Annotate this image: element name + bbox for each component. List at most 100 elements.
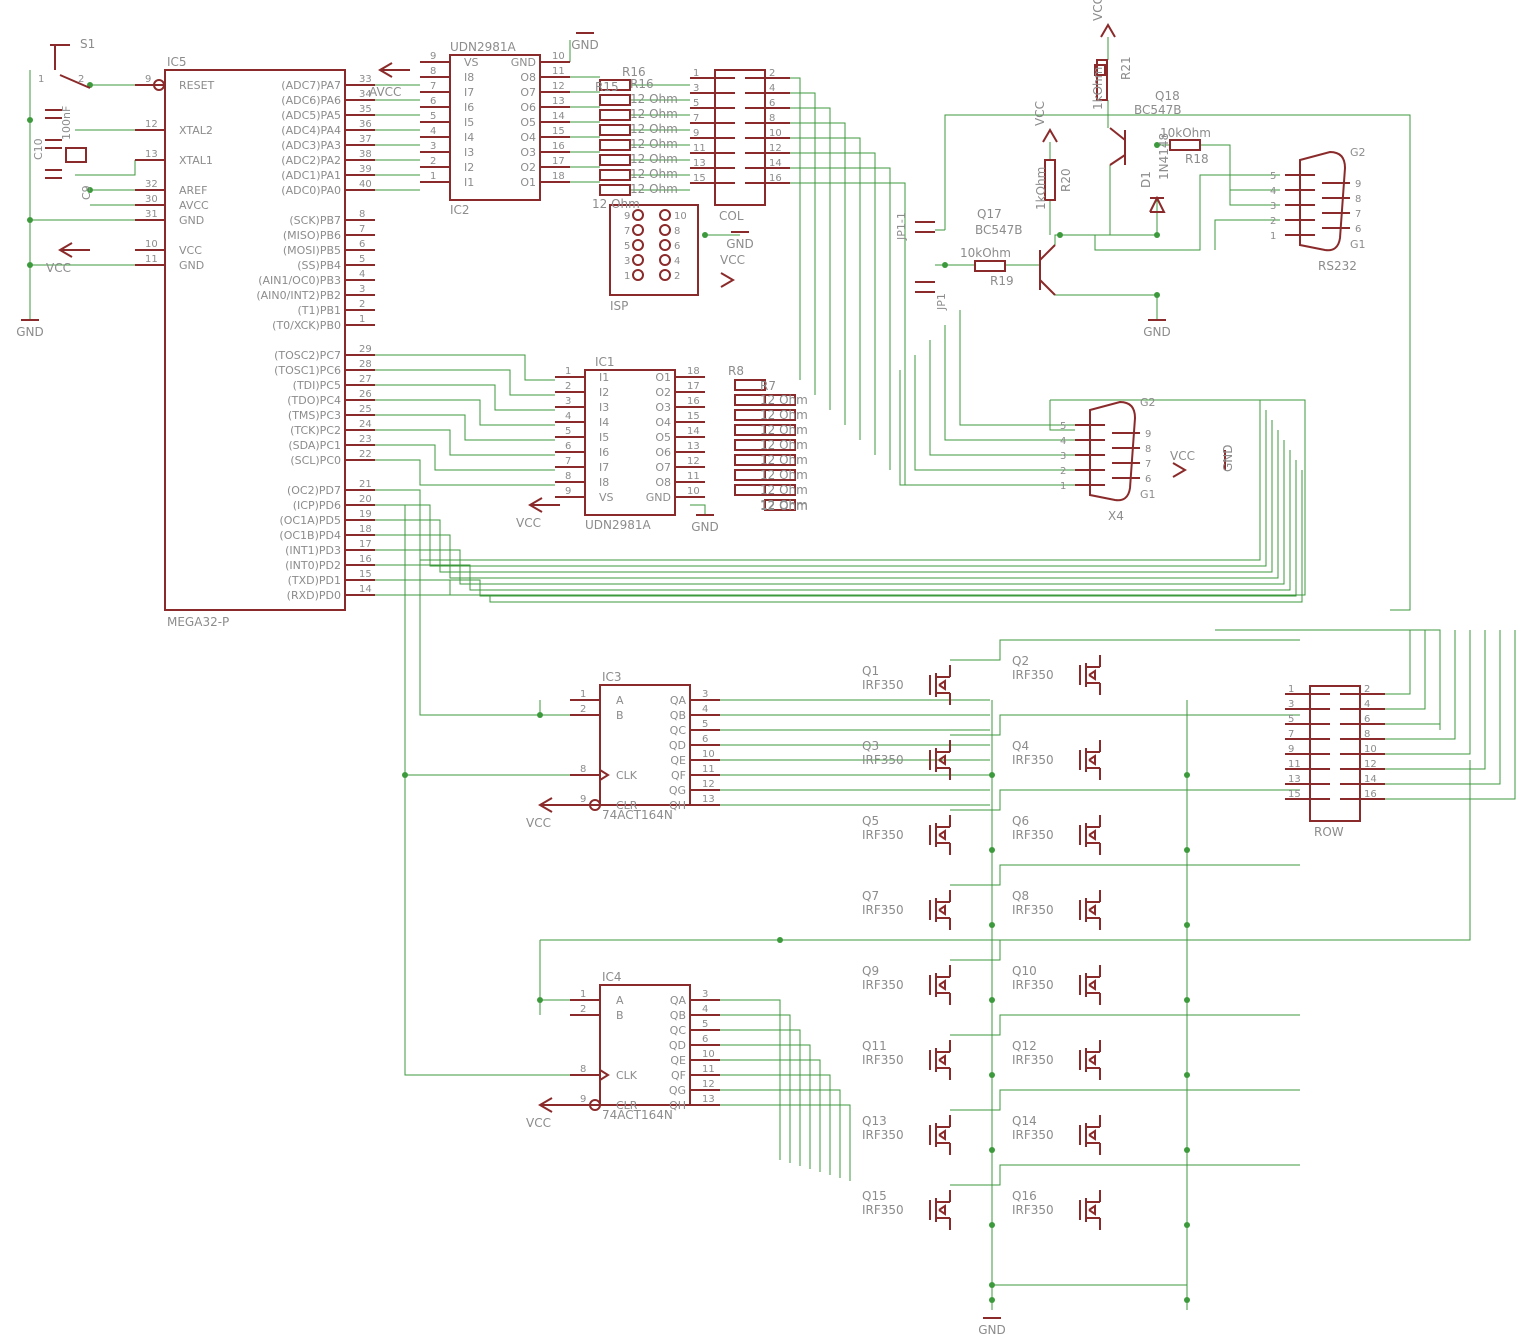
ic4-pin-label: QA [670, 994, 687, 1007]
ic1-pin-label: I2 [599, 386, 609, 399]
wire [914, 355, 1075, 471]
ic3-pin-label: QG [669, 784, 686, 797]
isp-name: ISP [610, 299, 628, 313]
ic4-pin-number: 11 [702, 1064, 715, 1075]
junction-dot [1184, 772, 1190, 778]
ic1-pin-label: I8 [599, 476, 609, 489]
ic5-pin-label: (OC1B)PD4 [279, 529, 341, 542]
wire [790, 107, 831, 410]
wire [375, 369, 555, 396]
q17-name: Q17 [977, 207, 1002, 221]
wire [1385, 630, 1456, 740]
wire [1385, 630, 1486, 770]
resistor-mid-a [734, 394, 766, 406]
mosfet-name: Q16 [1012, 1189, 1037, 1203]
ic5-pin-label: (SCK)PB7 [289, 214, 341, 227]
gnd-x4-label: GND [1221, 444, 1235, 472]
ic3-pin-number: 2 [580, 704, 586, 715]
wire [375, 400, 1261, 561]
wire [375, 470, 1303, 603]
ic5-pin-number: 19 [359, 509, 372, 520]
junction-dot [989, 922, 995, 928]
mosfet-name: Q6 [1012, 814, 1029, 828]
rs232-pin-number: 3 [1270, 201, 1276, 212]
ic2-pin-number: 17 [552, 156, 565, 167]
ic1-pin-number: 7 [565, 456, 571, 467]
resistor-top [599, 169, 631, 181]
col-pin-number: 6 [769, 98, 775, 109]
s1-pin-1: 1 [38, 74, 44, 85]
row-pin-number: 6 [1364, 714, 1370, 725]
diode-d1-icon [1149, 195, 1166, 213]
resistor-value: 12 Ohm [760, 453, 808, 467]
q18-part: BC547B [1134, 103, 1182, 117]
ic1-pin-label: O6 [655, 446, 671, 459]
ic3-pin-label: QD [669, 739, 686, 752]
ic5-pin-number: 27 [359, 374, 372, 385]
ic1-pin-label: O2 [655, 386, 671, 399]
ic1-pin-number: 11 [687, 471, 700, 482]
ic1-pin-number: 12 [687, 456, 700, 467]
wire [1094, 174, 1280, 251]
col-pin-number: 4 [769, 83, 775, 94]
ic5-pin-number: 13 [145, 149, 158, 160]
ic3-pin-label: A [616, 694, 624, 707]
row-pin-number: 5 [1288, 714, 1294, 725]
wire [790, 182, 906, 485]
mosfet-part: IRF350 [1012, 668, 1054, 682]
q18-collector [1109, 154, 1126, 166]
d1-part: 1N4148 [1157, 133, 1171, 180]
resistor-top [599, 79, 631, 91]
ic2-pin-label: O6 [520, 101, 536, 114]
mosfet-name: Q4 [1012, 739, 1029, 753]
rs232-pin-number: 5 [1270, 171, 1276, 182]
mosfet-part: IRF350 [1012, 753, 1054, 767]
ic1-pin-label: I6 [599, 446, 609, 459]
col-name: COL [719, 209, 744, 223]
wire [1385, 630, 1471, 755]
ic4-pin-label: QB [670, 1009, 686, 1022]
ic5-pin-label: GND [179, 259, 204, 272]
r20-name: R20 [1059, 168, 1073, 192]
ic2-pin-label: O5 [520, 116, 536, 129]
r18-name: R18 [1185, 152, 1209, 166]
wire [959, 310, 1075, 426]
symbol-layer [21, 23, 1385, 1319]
x4-pin-number: 3 [1060, 451, 1066, 462]
wire [950, 639, 1300, 661]
ic2-pin-label: O4 [520, 131, 536, 144]
wire [375, 440, 1285, 585]
resistor-r18 [1169, 139, 1201, 151]
ic1-pin-number: 1 [565, 366, 571, 377]
ic3-pin-number: 5 [702, 719, 708, 730]
ic1-pin-label: GND [646, 491, 671, 504]
vcc-label: VCC [720, 253, 745, 267]
resistor-top [599, 139, 631, 151]
wire [790, 77, 801, 380]
wire [929, 340, 1075, 456]
ic1-pin-number: 5 [565, 426, 571, 437]
col-pin-number: 16 [769, 173, 782, 184]
ic5-pin-label: (OC1A)PD5 [279, 514, 341, 527]
isp-pin-icon [659, 209, 671, 221]
junction-dot [989, 772, 995, 778]
ic5-pin-number: 9 [145, 74, 151, 85]
wire [375, 444, 555, 471]
resistor-mid-a [734, 424, 766, 436]
ic2-part: UDN2981A [450, 40, 517, 54]
wire [540, 760, 1471, 941]
ic5-pin-label: XTAL1 [179, 154, 213, 167]
vcc-label: VCC [526, 816, 551, 830]
row-pin-number: 10 [1364, 744, 1377, 755]
junction-dot [1154, 232, 1160, 238]
resistor-r21 [1096, 59, 1108, 101]
mosfet-part: IRF350 [862, 1053, 904, 1067]
gnd-ic1-label: GND [691, 520, 719, 534]
col-pin-number: 11 [693, 143, 706, 154]
ic4-name: IC4 [602, 970, 622, 984]
ic5-pin-label: (INT0)PD2 [285, 559, 341, 572]
isp-pin-number: 4 [674, 256, 680, 267]
row-pin-number: 13 [1288, 774, 1301, 785]
s1-name: S1 [80, 37, 95, 51]
gnd-rs232-label: GND [1143, 325, 1171, 339]
